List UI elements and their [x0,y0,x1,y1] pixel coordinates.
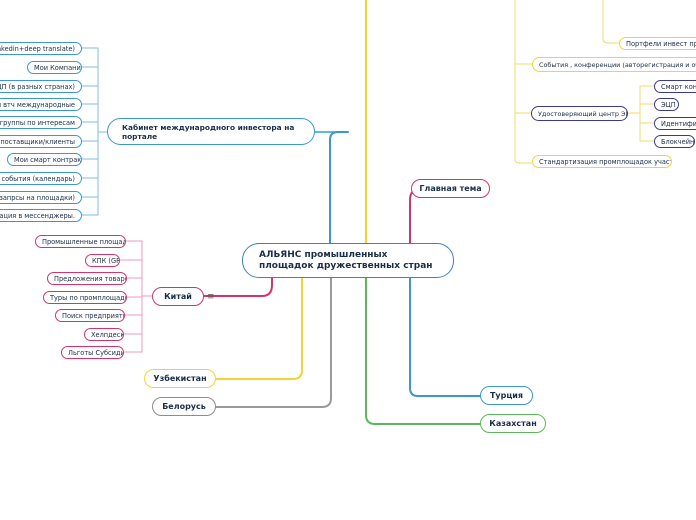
portfolio-label: Портфели инвест проектов [626,39,696,48]
china-item-label: Поиск предприятий [62,311,125,320]
china-item-goods[interactable]: Предложения товаров [47,272,127,285]
investor-item-projects[interactable]: роекты втч международные [0,98,82,111]
investor-item-suppliers[interactable]: Мои поставщики/клиенты [0,135,82,148]
cert-item-ecp[interactable]: ЭЦП [654,98,679,111]
belarus-label: Белорусь [162,402,206,411]
china-item-benefits[interactable]: Льготы Субсидии [61,346,124,359]
uzbekistan-label: Узбекистан [153,374,207,383]
china-item-label: Льготы Субсидии [68,348,124,357]
investor-item-label: Мои Компании [34,63,82,72]
main-topic-label: Главная тема [419,184,482,193]
events-conferences-node[interactable]: События , конференции (авторегистрация и… [532,57,696,72]
investor-item-label: Мои события (календарь) [0,174,75,183]
investor-item-label: Мои группы по интересам [0,118,75,127]
menu-lines-icon[interactable]: ≡ [207,292,215,302]
china-item-label: Туры по промплощадкам [50,293,126,302]
kazakhstan-label: Казахстан [489,419,537,428]
investor-item-label: вест-запрсы на площадки) [0,193,75,202]
china-item-search[interactable]: Поиск предприятий [55,309,125,322]
investor-cabinet-label: Кабинет международного инвестора на порт… [122,122,295,141]
china-item-label: КПК (GR) [92,256,119,265]
standardization-label: Стандартизация промплощадок участников [539,157,672,166]
main-topic-node[interactable]: Главная тема [411,179,490,198]
kazakhstan-node[interactable]: Казахстан [480,414,546,433]
standardization-node[interactable]: Стандартизация промплощадок участников [532,155,672,168]
belarus-node[interactable]: Белорусь [152,397,216,416]
cert-item-smart-contracts[interactable]: Смарт контракты [654,80,696,93]
investor-item-linkedin[interactable]: ь (Linkedin+deep translate) [0,42,82,55]
investor-cabinet-node[interactable]: Кабинет международного инвестора на порт… [107,118,315,145]
uzbekistan-node[interactable]: Узбекистан [144,369,216,388]
investor-item-companies[interactable]: Мои Компании [27,61,82,74]
china-label: Китай [164,292,192,301]
china-item-kpk[interactable]: КПК (GR) [85,254,120,267]
investor-item-label: Мои поставщики/клиенты [0,137,75,146]
portfolio-node[interactable]: Портфели инвест проектов [619,37,696,50]
investor-item-label: роекты втч международные [0,100,75,109]
china-item-label: Промышленные площадки [42,237,126,246]
root-topic[interactable]: АЛЬЯНС промышленных площадок дружественн… [242,243,454,278]
china-item-tours[interactable]: Туры по промплощадкам [43,291,127,304]
investor-item-label: нтеграция в мессенджеры. [0,211,75,220]
certifying-center-label: Удостоверяющий центр ЭЦП [538,109,628,118]
investor-item-smart-contracts[interactable]: Мои смарт контракты [7,153,82,166]
events-conferences-label: События , конференции (авторегистрация и… [539,60,696,69]
cert-item-blockchain[interactable]: Блокчейн [654,135,695,148]
investor-item-label: и ЭЦП (в разных странах) [0,82,75,91]
turkey-node[interactable]: Турция [480,386,533,405]
investor-item-label: Мои смарт контракты [14,155,82,164]
china-item-label: Хелпдеск [91,330,124,339]
root-topic-label: АЛЬЯНС промышленных площадок дружественн… [259,249,433,271]
certifying-center-node[interactable]: Удостоверяющий центр ЭЦП [531,106,628,121]
china-item-helpdesk[interactable]: Хелпдеск [84,328,124,341]
cert-item-label: ЭЦП [661,100,676,109]
investor-item-messengers[interactable]: нтеграция в мессенджеры. [0,209,82,222]
investor-item-requests[interactable]: вест-запрсы на площадки) [0,191,82,204]
cert-item-label: Блокчейн [661,137,695,146]
china-item-industrial-sites[interactable]: Промышленные площадки [35,235,126,248]
cert-item-label: Смарт контракты [661,82,696,91]
investor-item-events[interactable]: Мои события (календарь) [0,172,82,185]
investor-item-groups[interactable]: Мои группы по интересам [0,116,82,129]
cert-item-label: Идентификация [661,119,696,128]
turkey-label: Турция [489,391,524,400]
investor-item-ecp[interactable]: и ЭЦП (в разных странах) [0,80,82,93]
investor-item-label: ь (Linkedin+deep translate) [0,44,75,53]
cert-item-identification[interactable]: Идентификация [654,117,696,130]
china-item-label: Предложения товаров [54,274,127,283]
china-node[interactable]: Китай [152,287,204,306]
